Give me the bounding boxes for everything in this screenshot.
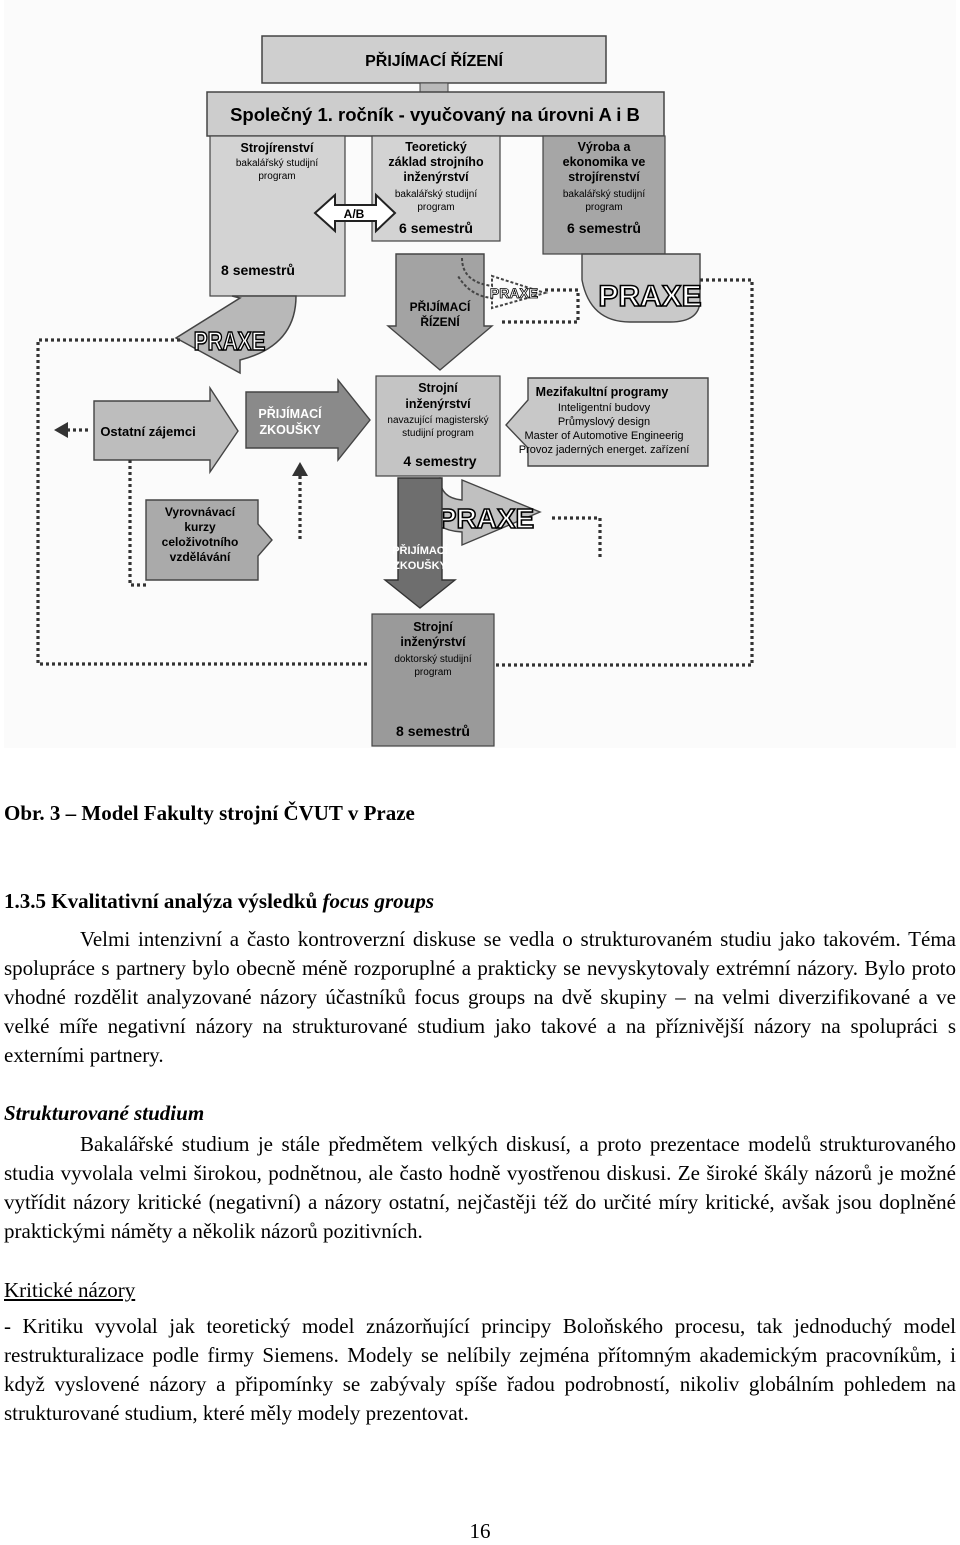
ab-transfer-arrow: A/B — [313, 192, 397, 234]
paragraph-2: Bakalářské studium je stále předmětem ve… — [4, 1132, 956, 1243]
theoretical-sub1: bakalářský studijní — [395, 189, 477, 200]
master-sub1: navazující magisterský — [387, 415, 488, 426]
theoretical-basis-box: Teoretický základ strojního inženýrství … — [371, 135, 501, 242]
doctoral-sub2: program — [414, 667, 451, 678]
paragraph-1: Velmi intenzivní a často kontroverzní di… — [4, 927, 956, 1067]
common-first-year-box: Společný 1. ročník - vyučovaný na úrovni… — [206, 91, 665, 137]
courses-l2: kurzy — [184, 520, 216, 534]
master-sub2: studijní program — [402, 428, 474, 439]
theoretical-title3: inženýrství — [403, 170, 469, 184]
master-program-box: Strojní inženýrství navazující magisters… — [375, 375, 501, 477]
dotted-connectors — [36, 278, 754, 667]
paragraph-3: - Kritiku vyvolal jak teoretický model z… — [4, 1314, 956, 1425]
praxe-label-left: PRAXE — [194, 327, 266, 356]
courses-l4: vzdělávání — [170, 550, 231, 564]
praxe-label-small: PRAXE — [490, 285, 538, 301]
master-title1: Strojní — [418, 381, 458, 395]
admission-mid-label2: ŘÍZENÍ — [420, 314, 460, 329]
section-heading: 1.3.5 Kvalitativní analýza výsledků focu… — [4, 889, 434, 914]
entrance-exam-arrow-left: PŘIJÍMACÍ ZKOUŠKY — [245, 378, 371, 462]
production-sub2: program — [585, 202, 622, 213]
production-duration: 6 semestrů — [567, 220, 641, 236]
interfaculty-item: Provoz jaderných energet. zařízení — [519, 444, 690, 456]
section-heading-italic: focus groups — [322, 889, 434, 913]
entrance-exam-lower-label2: ZKOUŠKY — [393, 559, 447, 572]
production-title3: strojírenství — [568, 170, 640, 184]
admission-header-box: PŘIJÍMACÍ ŘÍZENÍ — [261, 35, 607, 84]
faculty-model-diagram: PŘIJÍMACÍ ŘÍZENÍ Společný 1. ročník - vy… — [4, 0, 956, 748]
courses-l3: celoživotního — [162, 535, 239, 549]
common-first-year-label: Společný 1. ročník - vyučovaný na úrovni… — [230, 104, 640, 125]
doctoral-title1: Strojní — [413, 620, 453, 634]
connector-arrowhead — [292, 462, 308, 476]
production-title1: Výroba a — [578, 140, 632, 154]
doctoral-sub1: doktorský studijní — [394, 654, 471, 665]
production-sub1: bakalářský studijní — [563, 189, 645, 200]
doctoral-program-box: Strojní inženýrství doktorský studijní p… — [371, 613, 495, 747]
interfaculty-item: Inteligentní budovy — [558, 402, 651, 414]
doctoral-duration: 8 semestrů — [396, 723, 470, 739]
subheading-critical-opinions: Kritické názory — [4, 1278, 136, 1302]
interfaculty-item: Master of Automotive Engineerig — [525, 430, 684, 442]
theoretical-duration: 6 semestrů — [399, 220, 473, 236]
section-heading-text: 1.3.5 Kvalitativní analýza výsledků — [4, 889, 318, 913]
praxe-arrow-lower: PRAXE — [419, 477, 542, 547]
theoretical-title1: Teoretický — [405, 140, 467, 154]
entrance-exam-lower-label1: PŘIJÍMACÍ — [392, 544, 449, 557]
subheading-structured-study: Strukturované studium — [4, 1101, 205, 1125]
other-applicants-arrow: Ostatní zájemci — [93, 385, 239, 475]
bridging-courses-box: Vyrovnávací kurzy celoživotního vzdělává… — [145, 499, 273, 581]
engineering-duration: 8 semestrů — [221, 262, 295, 278]
master-duration: 4 semestry — [403, 453, 476, 469]
entrance-exam-arrow-lower: PŘIJÍMACÍ ZKOUŠKY — [383, 477, 457, 609]
engineering-title: Strojírenství — [241, 141, 314, 155]
interfaculty-title: Mezifakultní programy — [536, 385, 669, 399]
praxe-arrow-right: PRAXE — [581, 253, 702, 323]
ab-label: A/B — [344, 207, 365, 221]
figure-caption: Obr. 3 – Model Fakulty strojní ČVUT v Pr… — [4, 801, 415, 825]
praxe-arrow-left: PRAXE — [174, 295, 297, 375]
admission-mid-arrow: PŘIJÍMACÍ ŘÍZENÍ — [386, 253, 494, 371]
engineering-sub1: bakalářský studijní — [236, 158, 318, 169]
production-economics-box: Výroba a ekonomika ve strojírenství baka… — [542, 135, 666, 255]
interfaculty-programs-box: Mezifakultní programy Inteligentní budov… — [505, 377, 709, 467]
admission-mid-label1: PŘIJÍMACÍ — [410, 299, 471, 314]
page-number: 16 — [469, 1519, 491, 1543]
entrance-exam-left-label2: ZKOUŠKY — [259, 422, 321, 437]
admission-header-label: PŘIJÍMACÍ ŘÍZENÍ — [365, 51, 503, 70]
entrance-exam-left-label1: PŘIJÍMACÍ — [258, 406, 322, 421]
theoretical-sub2: program — [417, 202, 454, 213]
praxe-label-lower: PRAXE — [438, 503, 534, 534]
engineering-sub2: program — [258, 171, 295, 182]
theoretical-title2: základ strojního — [388, 155, 484, 169]
courses-l1: Vyrovnávací — [165, 505, 236, 519]
master-title2: inženýrství — [405, 397, 471, 411]
interfaculty-item: Průmyslový design — [558, 416, 650, 428]
connector-arrowhead — [54, 422, 68, 438]
praxe-label-right: PRAXE — [598, 280, 701, 313]
other-applicants-label: Ostatní zájemci — [100, 424, 195, 439]
praxe-arrow-small: PRAXE — [457, 257, 549, 310]
production-title2: ekonomika ve — [563, 155, 646, 169]
doctoral-title2: inženýrství — [400, 635, 466, 649]
